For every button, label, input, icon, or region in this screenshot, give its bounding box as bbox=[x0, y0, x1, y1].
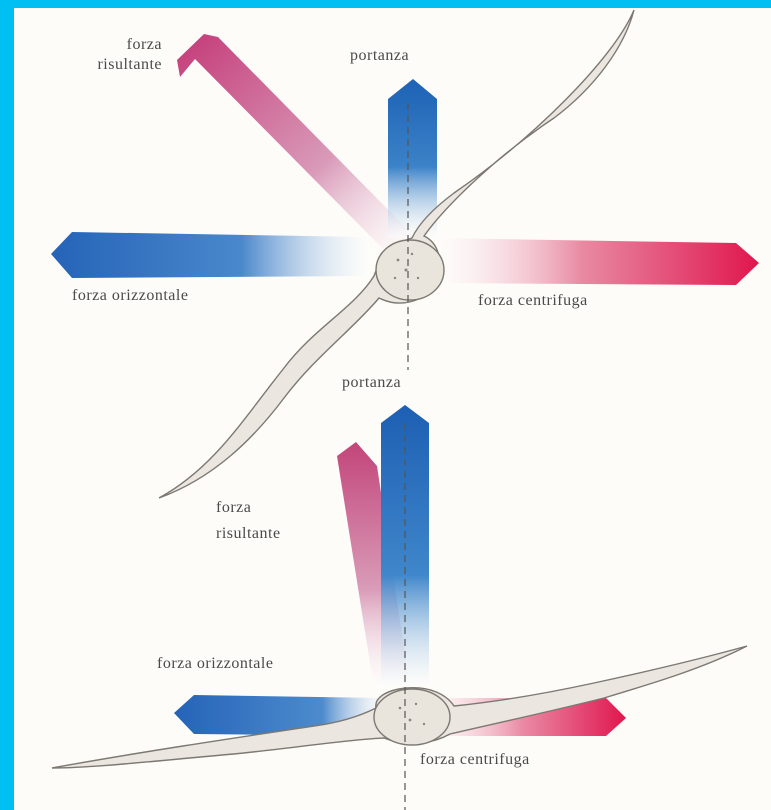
top-resultant-label-line1: forza bbox=[72, 35, 162, 55]
bird-forces-diagram bbox=[14, 8, 771, 810]
top-resultant-label-line2: risultante bbox=[72, 55, 162, 75]
bottom-resultant-label-line1: forza bbox=[216, 498, 281, 518]
bottom-lift-label: portanza bbox=[342, 373, 401, 393]
top-resultant-label: forza risultante bbox=[72, 35, 162, 75]
bottom-resultant-label: forza risultante bbox=[216, 498, 281, 544]
top-horizontal-label: forza orizzontale bbox=[72, 286, 188, 306]
bottom-resultant-label-line2: risultante bbox=[216, 524, 281, 544]
top-lift-label: portanza bbox=[350, 46, 409, 66]
illustration-page: forza risultante portanza forza orizzont… bbox=[14, 8, 771, 810]
top-resultant-force-arrow bbox=[177, 34, 414, 258]
top-centrifugal-label: forza centrifuga bbox=[478, 291, 588, 311]
bottom-horizontal-label: forza orizzontale bbox=[157, 654, 273, 674]
bottom-centrifugal-label: forza centrifuga bbox=[420, 750, 530, 770]
top-centrifugal-force-arrow bbox=[436, 238, 759, 285]
top-horizontal-force-arrow bbox=[51, 232, 369, 278]
